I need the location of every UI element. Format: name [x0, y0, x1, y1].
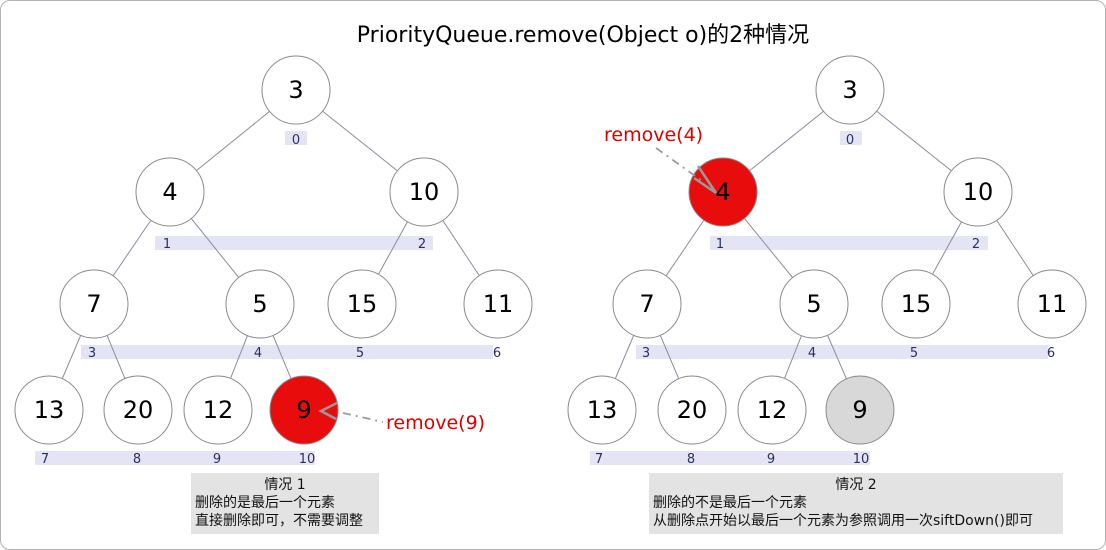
heap-node-circle [463, 269, 533, 339]
heap-node-circle [14, 375, 84, 445]
heap-node-value: 11 [483, 290, 514, 318]
heap-node-value: 3 [288, 76, 303, 104]
heap-node-circle [567, 375, 637, 445]
case1-caption-box: 情况 1 删除的是最后一个元素 直接删除即可，不需要调整 [191, 473, 379, 534]
heap-node-circle [269, 375, 339, 445]
heap-node-circle [815, 55, 885, 125]
heap-node-value: 9 [852, 396, 867, 424]
heap-node-circle [261, 55, 331, 125]
heap-index-label: 7 [41, 452, 49, 467]
heap-index-label: 10 [299, 452, 316, 467]
heap-index-label: 3 [88, 346, 96, 361]
heap-index-label: 8 [687, 452, 695, 467]
heap-node-value: 11 [1037, 290, 1068, 318]
case1-caption-line2: 直接删除即可，不需要调整 [195, 513, 363, 529]
heap-node-circle [59, 269, 129, 339]
heap-node-value: 13 [34, 396, 65, 424]
heap-node-value: 13 [587, 396, 618, 424]
remove-label: remove(9) [386, 412, 485, 434]
heap-node-circle [825, 375, 895, 445]
heap-index-label: 8 [133, 452, 141, 467]
heap-node-value: 10 [963, 178, 994, 206]
heap-index-label: 3 [642, 346, 650, 361]
case1-caption-line1: 删除的是最后一个元素 [195, 495, 335, 511]
case2-caption-line2: 从删除点开始以最后一个元素为参照调用一次siftDown()即可 [653, 513, 1033, 529]
heap-node-circle [612, 269, 682, 339]
heap-index-label: 0 [292, 133, 300, 148]
case2-caption-line1: 删除的不是最后一个元素 [653, 495, 807, 511]
heap-node-circle [881, 269, 951, 339]
heap-node-value: 5 [806, 290, 821, 318]
heap-node-circle [688, 157, 758, 227]
heap-node-circle [737, 375, 807, 445]
heap-node-value: 20 [123, 396, 154, 424]
heap-node-value: 12 [757, 396, 788, 424]
heap-node-value: 15 [347, 290, 378, 318]
heap-index-label: 10 [853, 452, 870, 467]
heap-node-circle [327, 269, 397, 339]
heap-node-value: 4 [162, 178, 177, 206]
remove-arrowhead-icon [318, 401, 338, 421]
heap-node-value: 12 [203, 396, 234, 424]
heap-node-value: 20 [677, 396, 708, 424]
heap-node-value: 10 [409, 178, 440, 206]
index-band [590, 451, 870, 465]
heap-index-label: 4 [808, 346, 816, 361]
remove-arrow-line [342, 412, 384, 423]
heap-index-label: 5 [356, 346, 364, 361]
heap-node-circle [779, 269, 849, 339]
index-band [285, 131, 307, 145]
index-band [81, 345, 493, 359]
heap-node-value: 15 [901, 290, 932, 318]
heap-index-label: 6 [493, 346, 501, 361]
index-band [710, 236, 988, 250]
heap-node-circle [103, 375, 173, 445]
index-band [636, 345, 1048, 359]
heap-node-circle [225, 269, 295, 339]
heap-node-value: 9 [296, 396, 311, 424]
heap-node-value: 3 [842, 76, 857, 104]
heap-node-circle [135, 157, 205, 227]
heap-index-label: 9 [213, 452, 221, 467]
case1-caption-heading: 情况 1 [264, 477, 306, 493]
heap-node-circle [943, 157, 1013, 227]
heap-node-value: 7 [86, 290, 101, 318]
heap-node-circle [183, 375, 253, 445]
heap-node-circle [657, 375, 727, 445]
index-band [155, 236, 433, 250]
heap-index-label: 2 [972, 237, 980, 252]
diagram-title: PriorityQueue.remove(Object o)的2种情况 [356, 23, 810, 48]
heap-index-label: 2 [418, 237, 426, 252]
heap-node-value: 5 [252, 290, 267, 318]
heap-node-circle [389, 157, 459, 227]
heap-node-value: 7 [639, 290, 654, 318]
remove-label: remove(4) [604, 124, 703, 146]
heap-index-label: 5 [910, 346, 918, 361]
heap-index-label: 1 [163, 237, 171, 252]
case2-caption-box: 情况 2 删除的不是最后一个元素 从删除点开始以最后一个元素为参照调用一次sif… [649, 473, 1063, 534]
heap-index-label: 7 [595, 452, 603, 467]
index-band [35, 451, 315, 465]
remove-arrowhead-icon [693, 165, 718, 195]
index-band [840, 131, 862, 145]
heap-index-label: 6 [1047, 346, 1055, 361]
heap-index-label: 0 [846, 133, 854, 148]
heap-node-value: 4 [715, 178, 730, 206]
heap-index-label: 9 [767, 452, 775, 467]
heap-node-circle [1017, 269, 1087, 339]
heap-index-label: 1 [716, 237, 724, 252]
heap-index-label: 4 [254, 346, 262, 361]
case2-caption-heading: 情况 2 [835, 477, 877, 493]
